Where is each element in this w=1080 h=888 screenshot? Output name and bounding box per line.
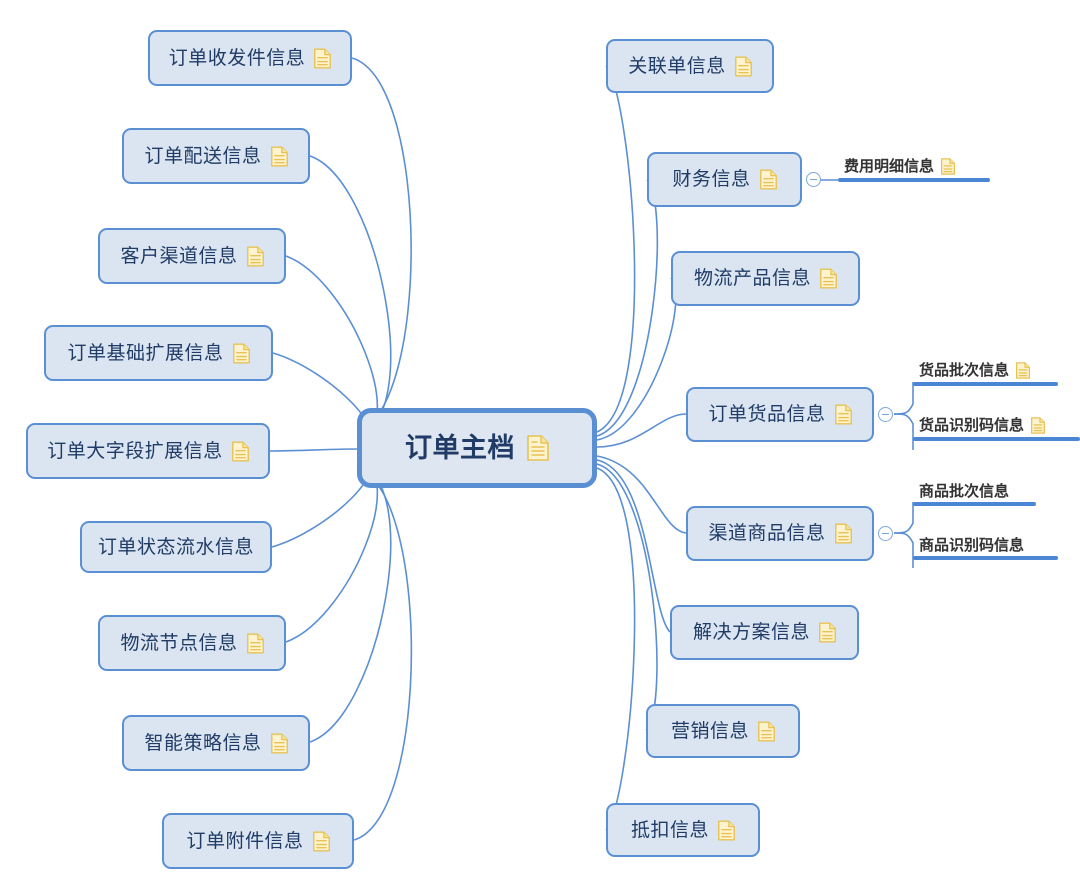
document-icon [1031,417,1046,434]
node-label: 客户渠道信息 [120,245,238,267]
edge-goods-to-children [893,382,914,415]
leaf-underline [913,556,1058,560]
node-label: 物流产品信息 [693,268,811,289]
document-icon [314,48,332,69]
node-order-attachment-info[interactable]: 订单附件信息 [162,813,354,869]
node-label: 订单收发件信息 [168,47,306,69]
leaf-underline [838,178,990,182]
node-smart-strategy-info[interactable]: 智能策略信息 [122,715,310,771]
node-channel-product-info[interactable]: 渠道商品信息 [686,506,874,561]
root-node-label: 订单主档 [405,432,515,463]
node-logistics-node-info[interactable]: 物流节点信息 [98,615,286,671]
leaf-product-batch-info[interactable]: 商品批次信息 [913,472,1036,506]
leaf-text: 商品批次信息 [913,484,1036,502]
node-label: 物流节点信息 [120,632,238,654]
document-icon [759,169,777,190]
edge-channel-to-children-2 [893,532,914,568]
leaf-label: 费用明细信息 [844,158,935,175]
edge-channel-to-children [893,502,914,534]
node-order-bigfield-ext-info[interactable]: 订单大字段扩展信息 [26,423,270,479]
leaf-underline [913,502,1036,506]
node-finance-info[interactable]: 财务信息 [647,152,802,207]
edge-goods-to-children-2 [893,413,914,450]
node-label: 关联单信息 [628,55,726,77]
collapse-toggle-channel-product-info[interactable] [878,526,893,541]
leaf-goods-identifier-info[interactable]: 货品识别码信息 [913,407,1080,441]
edge-to-order-base-ext-info [272,352,372,445]
leaf-label: 商品识别码信息 [919,537,1025,554]
node-label: 智能策略信息 [144,732,262,754]
document-icon [246,246,264,267]
edge-to-marketing-info [596,463,658,731]
node-label: 订单状态流水信息 [98,536,255,558]
edge-to-order-status-flow-info [271,455,372,548]
leaf-goods-batch-info[interactable]: 货品批次信息 [913,352,1058,386]
document-icon [758,721,775,742]
node-logistics-product-info[interactable]: 物流产品信息 [671,251,860,306]
node-label: 订单基础扩展信息 [67,342,224,364]
document-icon [834,404,852,425]
document-icon [527,435,549,461]
leaf-label: 货品批次信息 [919,362,1010,379]
document-icon [820,268,837,289]
leaf-text: 商品识别码信息 [913,538,1058,556]
node-order-receiver-info[interactable]: 订单收发件信息 [148,30,352,86]
node-deduction-info[interactable]: 抵扣信息 [606,803,760,857]
node-order-goods-info[interactable]: 订单货品信息 [686,387,874,442]
node-label: 解决方案信息 [692,622,810,643]
edge-to-smart-strategy-info [309,463,392,743]
document-icon [232,343,250,364]
edge-to-deduction-info [596,467,636,831]
node-marketing-info[interactable]: 营销信息 [646,704,800,758]
edge-to-solution-info [596,459,671,633]
document-icon [819,622,836,643]
node-related-order-info[interactable]: 关联单信息 [606,39,774,93]
node-label: 渠道商品信息 [708,523,826,544]
node-label: 财务信息 [672,169,751,190]
edge-to-finance-info [596,179,659,437]
node-label: 订单大字段扩展信息 [47,440,223,462]
collapse-toggle-finance-info[interactable] [806,172,821,187]
node-order-delivery-info[interactable]: 订单配送信息 [122,128,310,184]
document-icon [312,831,330,852]
leaf-underline [913,437,1080,441]
edge-to-channel-product-info [596,455,687,534]
node-label: 订单货品信息 [708,404,826,425]
node-order-base-ext-info[interactable]: 订单基础扩展信息 [44,325,273,381]
leaf-text: 费用明细信息 [838,158,990,178]
edge-to-logistics-product-info [596,277,677,441]
leaf-text: 货品识别码信息 [913,417,1080,437]
document-icon [246,633,264,654]
edge-to-order-goods-info [596,413,687,448]
edge-to-order-bigfield-ext-info [269,448,358,452]
edge-to-related-order-info [596,65,636,433]
edge-to-order-attachment-info [353,467,413,841]
document-icon [734,56,752,77]
document-icon [941,158,956,175]
node-order-status-flow-info[interactable]: 订单状态流水信息 [80,521,272,573]
edge-to-order-delivery-info [309,155,392,437]
node-label: 订单附件信息 [186,830,304,852]
document-icon [270,733,288,754]
document-icon [270,146,288,167]
document-icon [834,523,852,544]
leaf-underline [913,382,1058,386]
leaf-label: 货品识别码信息 [919,417,1025,434]
document-icon [231,441,249,462]
leaf-label: 商品批次信息 [919,483,1010,500]
leaf-fee-detail-info[interactable]: 费用明细信息 [838,144,990,182]
edge-to-order-receiver-info [351,57,412,433]
collapse-toggle-order-goods-info[interactable] [878,407,893,422]
document-icon [1016,362,1031,379]
node-solution-info[interactable]: 解决方案信息 [670,605,859,660]
document-icon [718,820,735,841]
leaf-product-identifier-info[interactable]: 商品识别码信息 [913,526,1058,560]
node-label: 抵扣信息 [630,819,709,841]
root-node-order-master[interactable]: 订单主档 [357,408,597,488]
node-label: 订单配送信息 [144,145,262,167]
node-customer-channel-info[interactable]: 客户渠道信息 [98,228,286,284]
leaf-text: 货品批次信息 [913,362,1058,382]
node-label: 营销信息 [670,720,749,742]
edge-to-logistics-node-info [285,459,379,643]
